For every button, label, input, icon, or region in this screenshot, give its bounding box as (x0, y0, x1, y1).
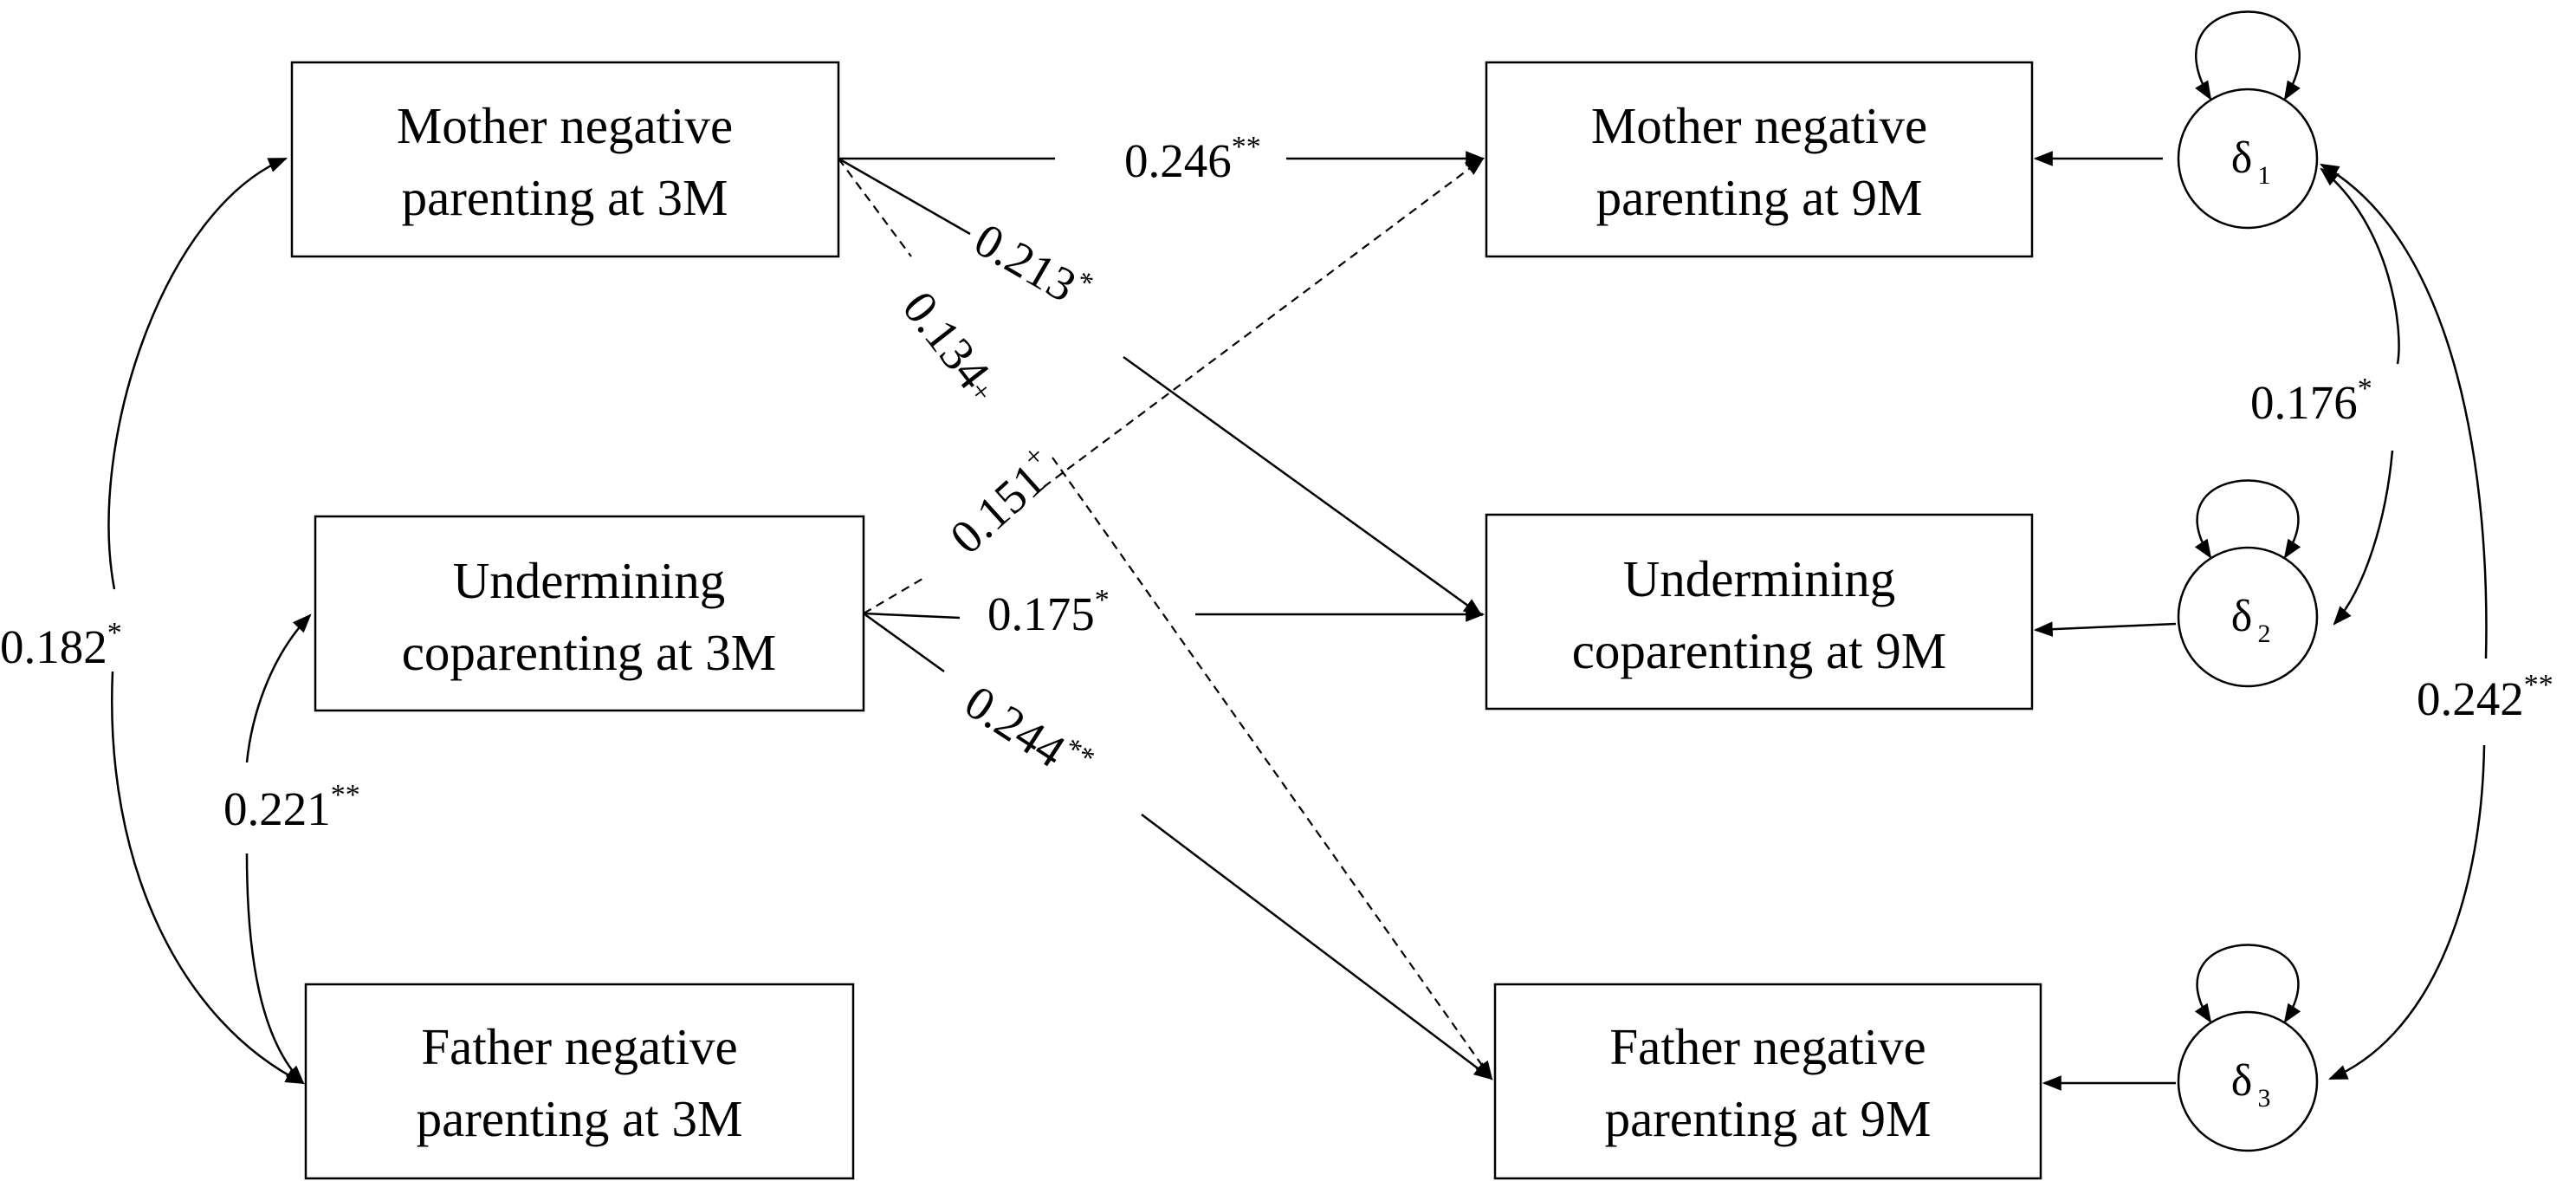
node-undermining-coparenting-3m: Undermining coparenting at 3M (314, 515, 865, 712)
residual-subscript: 2 (2258, 620, 2271, 648)
path-line-u3-m9 (863, 578, 923, 614)
variance-loop-delta-1 (2195, 10, 2301, 101)
path-line-m3-u9 (838, 157, 971, 236)
residual-subscript: 3 (2258, 1084, 2271, 1113)
node-label-line1: Father negative (421, 1018, 737, 1075)
node-label-line2: parenting at 3M (417, 1090, 743, 1147)
path-line-u3-f9 (863, 612, 945, 673)
covariance-coef-d1-d3: 0.242** (2417, 669, 2553, 725)
path-coef-m3-m9: 0.246** (1124, 131, 1261, 187)
node-label-line1: Undermining (453, 552, 726, 609)
path-coef-u3-f9: 0.244** (955, 673, 1100, 794)
path-arrow-m3-u9 (1123, 355, 1483, 617)
node-mother-negative-parenting-9m: Mother negative parenting at 9M (1485, 61, 2034, 258)
covariance-arrow-d1-d2 (2320, 167, 2400, 365)
covariance-coef-m3-f3: 0.182* (0, 617, 122, 673)
residual-delta-2: δ 2 (2177, 546, 2319, 688)
path-line-u3-u9 (863, 612, 961, 620)
residual-symbol: δ (2231, 592, 2253, 641)
covariance-arrow-d1-d2-lower (2333, 450, 2394, 626)
node-label-line2: parenting at 3M (402, 169, 728, 226)
covariance-coef-d1-d2: 0.176* (2250, 373, 2372, 429)
node-label-line1: Mother negative (1591, 97, 1927, 154)
residual-symbol: δ (2231, 1056, 2253, 1106)
covariance-coef-u3-f3: 0.221** (223, 779, 360, 835)
node-label-line1: Mother negative (397, 97, 733, 154)
path-coef-u3-u9: 0.175* (987, 584, 1110, 640)
node-label-line1: Undermining (1623, 550, 1896, 607)
path-arrow-u3-m9 (1043, 157, 1485, 488)
node-label-line1: Father negative (1609, 1018, 1926, 1075)
covariance-arrow-d1-d3-lower (2327, 744, 2486, 1080)
variance-loop-delta-2 (2194, 479, 2301, 559)
covariance-arrow-u3-f3 (245, 613, 312, 763)
residual-delta-3: δ 3 (2177, 1010, 2319, 1152)
node-label-line2: coparenting at 3M (402, 624, 777, 681)
residual-symbol: δ (2231, 133, 2253, 183)
residual-delta-1: δ 1 (2177, 88, 2319, 230)
node-label-line2: parenting at 9M (1605, 1090, 1932, 1147)
covariance-arrow-u3-f3-lower (245, 853, 305, 1085)
node-father-negative-parenting-3m: Father negative parenting at 3M (304, 983, 855, 1180)
path-coef-m3-f9: 0.134+ (893, 282, 1011, 412)
path-coef-u3-m9: 0.151+ (938, 439, 1068, 564)
covariance-arrow-d1-d3 (2320, 163, 2488, 659)
path-line-m3-f9 (838, 158, 912, 257)
node-label-line2: coparenting at 9M (1572, 622, 1947, 679)
node-label-line2: parenting at 9M (1596, 169, 1923, 226)
path-arrow-u3-f9 (1141, 814, 1493, 1080)
node-father-negative-parenting-9m: Father negative parenting at 9M (1493, 983, 2042, 1180)
path-arrow-m3-f9 (1052, 457, 1493, 1080)
covariance-arrow-m3-f3 (107, 157, 288, 590)
node-mother-negative-parenting-3m: Mother negative parenting at 3M (290, 61, 840, 258)
node-undermining-coparenting-9m: Undermining coparenting at 9M (1485, 513, 2034, 711)
residual-subscript: 1 (2258, 161, 2271, 190)
variance-loop-delta-3 (2194, 944, 2301, 1023)
residual-arrow-delta-2 (2033, 621, 2177, 637)
covariance-arrow-m3-f3-lower (111, 671, 305, 1085)
path-coef-m3-u9: 0.213* (966, 211, 1098, 320)
